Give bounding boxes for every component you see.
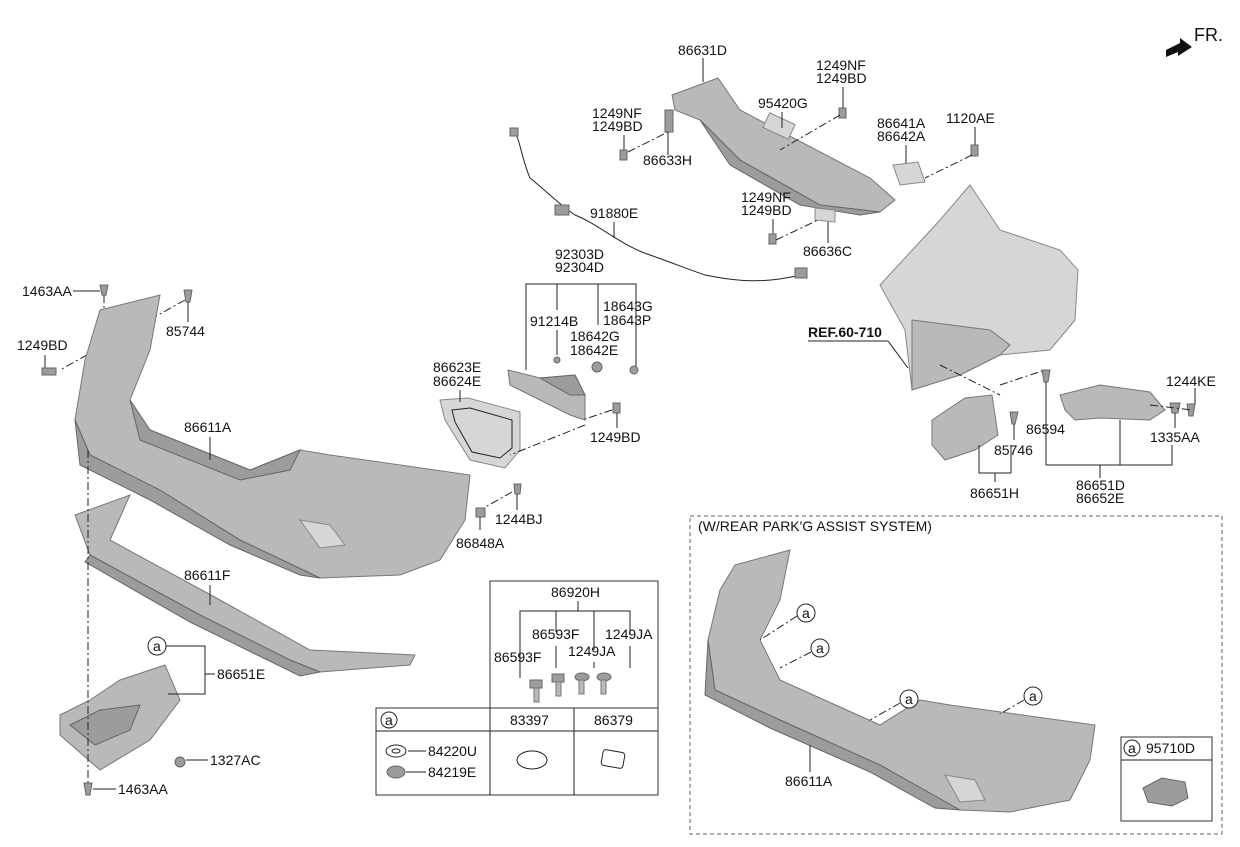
label-86611F: 86611F bbox=[184, 567, 230, 583]
side-bracket-86651H bbox=[931, 394, 999, 461]
rear-under-cover bbox=[59, 664, 181, 771]
label-18643G: 18643G bbox=[603, 298, 653, 314]
label-bolt-86593F-b: 86593F bbox=[532, 626, 579, 642]
wiring-harness bbox=[509, 127, 808, 282]
label-1249BD-left: 1249BD bbox=[17, 337, 68, 353]
label-86848A: 86848A bbox=[456, 535, 505, 551]
reflector-bezel bbox=[439, 397, 521, 469]
side-bracket-86651D bbox=[1059, 384, 1166, 421]
marker-a-4: a bbox=[1029, 688, 1037, 704]
quarter-panel bbox=[879, 184, 1079, 391]
marker-a-3: a bbox=[905, 691, 913, 707]
sensor-label-95710D: 95710D bbox=[1146, 740, 1195, 756]
label-92304D: 92304D bbox=[555, 259, 604, 275]
label-86651E: 86651E bbox=[217, 666, 265, 682]
label-bolt-86593F-a: 86593F bbox=[494, 649, 541, 665]
label-1463AA-top: 1463AA bbox=[22, 283, 72, 299]
park-assist-box bbox=[689, 515, 1223, 835]
label-1249NF-b: 1249NF bbox=[592, 105, 642, 121]
front-arrow-icon bbox=[1166, 38, 1192, 57]
label-1463AA-bot: 1463AA bbox=[118, 781, 168, 797]
rear-reflector-lamp bbox=[507, 369, 586, 421]
label-1249BD-c: 1249BD bbox=[741, 202, 792, 218]
label-86920H: 86920H bbox=[551, 584, 600, 600]
table-row-84219E: 84219E bbox=[428, 764, 476, 780]
label-86636C: 86636C bbox=[803, 243, 852, 259]
parking-sensor-icon bbox=[1142, 777, 1189, 807]
rear-bumper-lower-garnish bbox=[74, 494, 416, 677]
label-1249BD-a: 1249BD bbox=[816, 70, 867, 86]
label-86641A: 86641A bbox=[877, 115, 926, 131]
label-86633H: 86633H bbox=[643, 152, 692, 168]
table-header-marker: a bbox=[385, 712, 393, 728]
label-1120AE: 1120AE bbox=[946, 110, 995, 126]
front-label: FR. bbox=[1194, 25, 1223, 45]
label-86652E: 86652E bbox=[1076, 490, 1124, 506]
label-86594: 86594 bbox=[1026, 421, 1065, 437]
sensor-marker: a bbox=[1128, 740, 1136, 756]
label-92303D: 92303D bbox=[555, 246, 604, 262]
marker-a-1: a bbox=[802, 605, 810, 621]
label-1327AC: 1327AC bbox=[210, 752, 261, 768]
label-1244BJ: 1244BJ bbox=[495, 511, 542, 527]
rear-bumper-cover bbox=[74, 294, 471, 579]
park-assist-part-label: 86611A bbox=[785, 773, 833, 789]
label-86651D: 86651D bbox=[1076, 477, 1125, 493]
label-91214B: 91214B bbox=[530, 313, 578, 329]
rear-bumper-beam bbox=[671, 77, 896, 216]
marker-a-2: a bbox=[816, 640, 824, 656]
bolt-icons bbox=[529, 672, 612, 703]
label-ref-60-710: REF.60-710 bbox=[808, 324, 882, 340]
label-18642G: 18642G bbox=[570, 328, 620, 344]
park-assist-title: (W/REAR PARK'G ASSIST SYSTEM) bbox=[698, 518, 932, 534]
label-86623E: 86623E bbox=[433, 359, 481, 375]
table-col-83397: 83397 bbox=[510, 712, 549, 728]
label-bolt-1249JA-b: 1249JA bbox=[568, 643, 616, 659]
label-86631D: 86631D bbox=[678, 42, 727, 58]
label-86651H: 86651H bbox=[970, 485, 1019, 501]
table-col-86379: 86379 bbox=[594, 712, 633, 728]
label-86642A: 86642A bbox=[877, 128, 926, 144]
label-bolt-1249JA-a: 1249JA bbox=[605, 626, 653, 642]
sensor-box: a 95710D bbox=[1120, 736, 1213, 822]
label-1249BD-b: 1249BD bbox=[592, 118, 643, 134]
label-85746: 85746 bbox=[994, 442, 1033, 458]
label-1244KE: 1244KE bbox=[1166, 373, 1216, 389]
park-assist-bumper bbox=[704, 549, 1096, 813]
label-95420G: 95420G bbox=[758, 95, 808, 111]
label-18643P: 18643P bbox=[603, 312, 651, 328]
label-18642E: 18642E bbox=[570, 342, 618, 358]
front-direction-indicator: FR. bbox=[1166, 25, 1223, 57]
label-85744: 85744 bbox=[166, 323, 205, 339]
marker-a-under-cover: a bbox=[153, 638, 161, 654]
label-1249NF-c: 1249NF bbox=[741, 189, 791, 205]
label-91880E: 91880E bbox=[590, 205, 638, 221]
label-86624E: 86624E bbox=[433, 373, 481, 389]
table-row-84220U: 84220U bbox=[428, 743, 477, 759]
parts-table: a 83397 86379 84220U 84219E bbox=[375, 707, 659, 796]
label-1335AA: 1335AA bbox=[1150, 429, 1200, 445]
label-86611A: 86611A bbox=[184, 419, 232, 435]
label-1249NF-a: 1249NF bbox=[816, 57, 866, 73]
label-1249BD-d: 1249BD bbox=[590, 429, 641, 445]
